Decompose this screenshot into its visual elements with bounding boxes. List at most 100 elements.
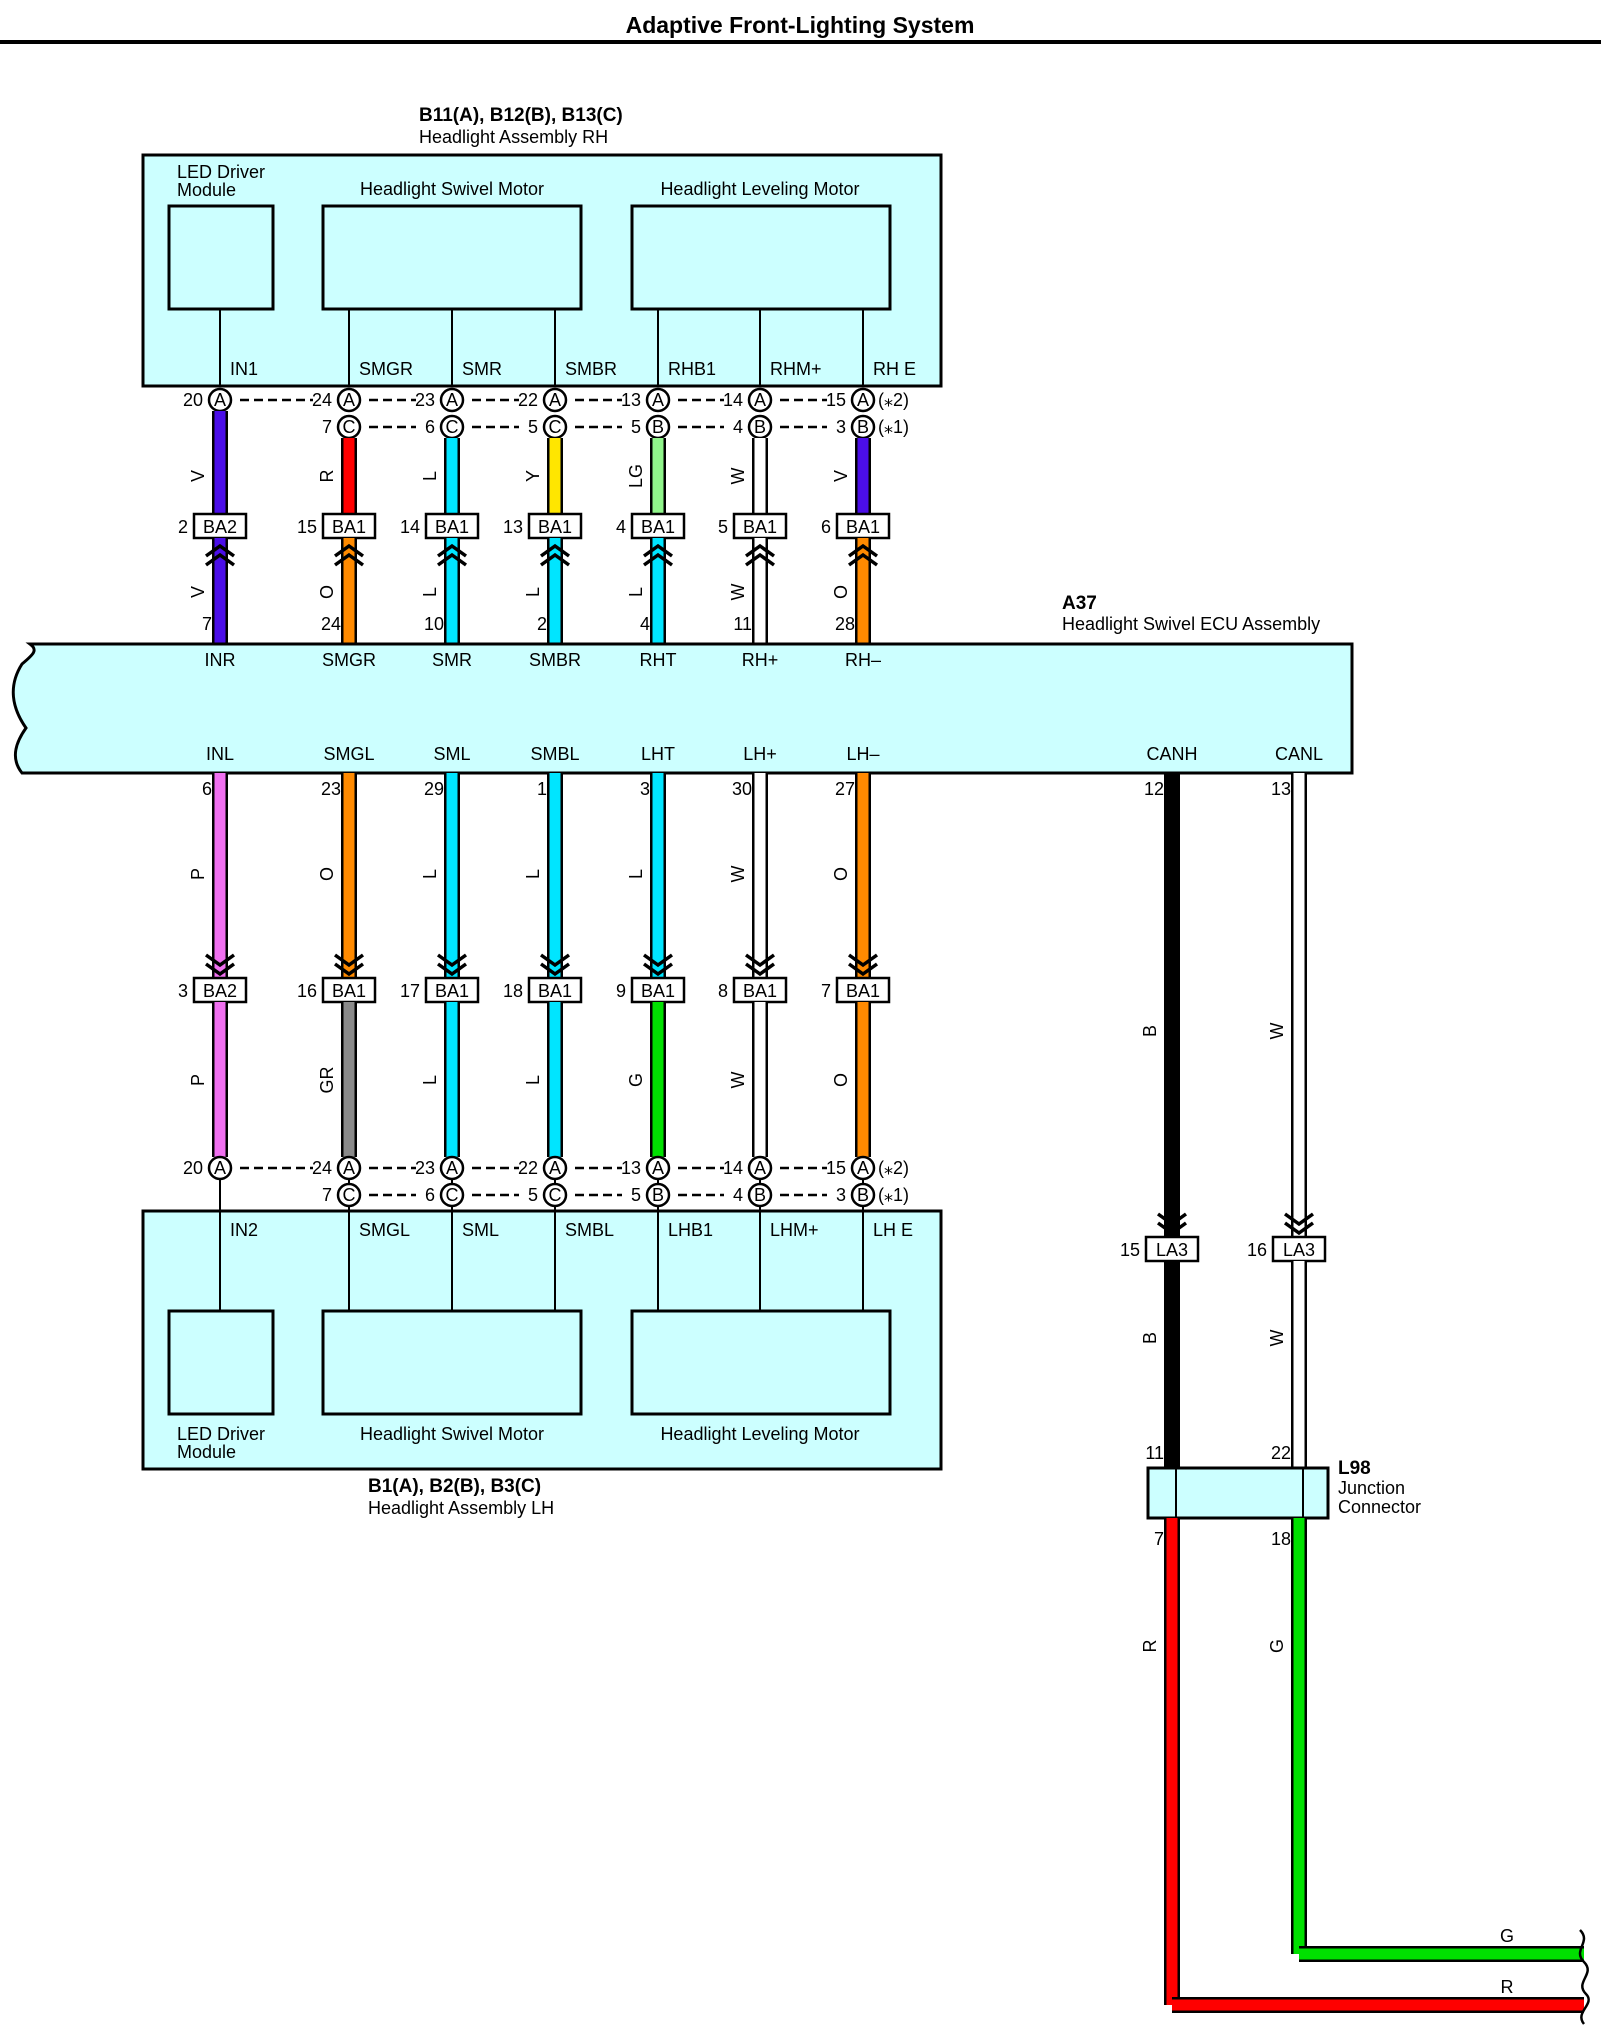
ecu-top-pin-4: 4 (640, 614, 650, 634)
rh-lower-wire-label-6: O (831, 585, 851, 599)
lh-lower-wire-label-3: L (523, 1075, 543, 1085)
lh-chevron-4-0 (642, 962, 674, 977)
rh-terminal-1: SMGR (359, 359, 413, 379)
jc-in-pin-1: 22 (1271, 1443, 1291, 1463)
lh-upper-wire-label-0: P (188, 868, 208, 880)
lh-pin-a-0: 20 (183, 1158, 203, 1178)
lh-junction-6-pin: 7 (821, 981, 831, 1001)
lh-junction-4-pin: 9 (616, 981, 626, 1001)
rh-lower-wire-label-4: L (626, 587, 646, 597)
can-upper-wire-label-1: W (1267, 1023, 1287, 1040)
rh-chevron-0-0 (204, 543, 236, 558)
lh-terminal-1: SMGL (359, 1220, 410, 1240)
rh-lower-wire-label-5: W (728, 584, 748, 601)
ecu-name: Headlight Swivel ECU Assembly (1062, 614, 1320, 634)
rh-junction-6-pin: 6 (821, 517, 831, 537)
lh-conn-a-1-letter: A (343, 1158, 355, 1178)
rh-upper-wire-label-1: R (317, 470, 337, 483)
jc-out-pin-0: 7 (1154, 1529, 1164, 1549)
rh-terminal-0: IN1 (230, 359, 258, 379)
lh-chevron-6-0 (847, 962, 879, 977)
rh-chevron-4-0 (642, 543, 674, 558)
rh-upper-wire-label-0: V (188, 470, 208, 482)
rh-pin-c-6: 3 (836, 417, 846, 437)
rh-junction-1 (321, 512, 377, 540)
lh-swivel-label: Headlight Swivel Motor (360, 1424, 544, 1444)
lh-terminal-2: SML (462, 1220, 499, 1240)
rh-conn-a-5-letter: A (754, 390, 766, 410)
rh-conn-a-6-letter: A (857, 390, 869, 410)
rh-conn-a-1-letter: A (343, 390, 355, 410)
rh-lower-wire-label-2: L (420, 587, 440, 597)
lh-conn-c-4-letter: B (652, 1185, 664, 1205)
lh-junction-5 (732, 976, 788, 1004)
rh-upper-wire-label-4: LG (626, 464, 646, 488)
rh-led-label-2: Module (177, 180, 236, 200)
rh-conn-c-1-letter: C (343, 417, 356, 437)
lh-pin-c-4: 5 (631, 1185, 641, 1205)
lh-junction-2-pin: 17 (400, 981, 420, 1001)
lh-upper-wire-label-6: O (831, 867, 851, 881)
rh-pin-a-0: 20 (183, 390, 203, 410)
jc-in-pin-0: 11 (1145, 1443, 1164, 1463)
lh-assembly-name: Headlight Assembly LH (368, 1498, 554, 1518)
ecu-bottom-pin-3: 1 (537, 779, 547, 799)
rh-conn-a-2-letter: A (446, 390, 458, 410)
rh-conn-a-3-letter: A (549, 390, 561, 410)
lh-conn-c-5-letter: B (754, 1185, 766, 1205)
lh-pin-a-6: 15 (826, 1158, 846, 1178)
rh-assembly-name: Headlight Assembly RH (419, 127, 608, 147)
lh-note-2: (⁎2) (878, 1158, 909, 1178)
lh-lower-wire-label-2: L (420, 1075, 440, 1085)
lh-junction-5-pin: 8 (718, 981, 728, 1001)
rh-pin-a-6: 15 (826, 390, 846, 410)
rh-chevron-6-1 (847, 552, 879, 567)
lh-assembly-code: B1(A), B2(B), B3(C) (368, 1476, 541, 1497)
can-upper-wire-label-0: B (1140, 1025, 1160, 1037)
ecu-bottom-pin-2: 29 (424, 779, 444, 799)
lh-pin-a-2: 23 (415, 1158, 435, 1178)
rh-pin-a-4: 13 (621, 390, 641, 410)
rh-pin-a-1: 24 (312, 390, 332, 410)
lh-lower-wire-label-4: G (626, 1073, 646, 1087)
lh-chevron-5-1 (744, 953, 776, 968)
lh-conn-a-5-letter: A (754, 1158, 766, 1178)
rh-chevron-6-0 (847, 543, 879, 558)
rh-chevron-2-1 (436, 552, 468, 567)
rh-junction-2-pin: 14 (400, 517, 420, 537)
ecu-top-terminal-3: SMBR (529, 650, 581, 670)
ecu-top-pin-5: 11 (733, 614, 752, 634)
rh-junction-0-pin: 2 (178, 517, 188, 537)
lh-terminal-0: IN2 (230, 1220, 258, 1240)
lh-conn-c-6-letter: B (857, 1185, 869, 1205)
lh-note-1: (⁎1) (878, 1185, 909, 1205)
lh-upper-wire-label-1: O (317, 867, 337, 881)
lh-junction-1 (321, 976, 377, 1004)
rh-upper-wire-label-6: V (831, 470, 851, 482)
rh-conn-a-4 (645, 387, 671, 413)
lh-conn-a-4-letter: A (652, 1158, 664, 1178)
rh-chevron-0-1 (204, 552, 236, 567)
lh-chevron-2-1 (436, 953, 468, 968)
rh-terminal-6: RH E (873, 359, 916, 379)
rh-junction-5 (732, 512, 788, 540)
can-out-wire-label-1: G (1267, 1639, 1287, 1653)
lh-lower-wire-label-5: W (728, 1072, 748, 1089)
lh-chevron-5-0 (744, 962, 776, 977)
ecu-top-terminal-2: SMR (432, 650, 472, 670)
lh-pin-a-3: 22 (518, 1158, 538, 1178)
lh-pin-a-4: 13 (621, 1158, 641, 1178)
lh-conn-c-3-letter: C (549, 1185, 562, 1205)
rh-upper-wire-label-5: W (728, 468, 748, 485)
lh-junction-2 (424, 976, 480, 1004)
ecu-bottom-terminal-1: SMGL (323, 744, 374, 764)
lh-terminal-3: SMBL (565, 1220, 614, 1240)
rh-conn-a-4-letter: A (652, 390, 664, 410)
lh-upper-wire-label-5: W (728, 866, 748, 883)
lh-lower-wire-label-6: O (831, 1073, 851, 1087)
lh-chevron-6-1 (847, 953, 879, 968)
ecu-bottom-terminal-0: INL (206, 744, 234, 764)
rh-led-label-1: LED Driver (177, 162, 265, 182)
rh-pin-c-2: 6 (425, 417, 435, 437)
